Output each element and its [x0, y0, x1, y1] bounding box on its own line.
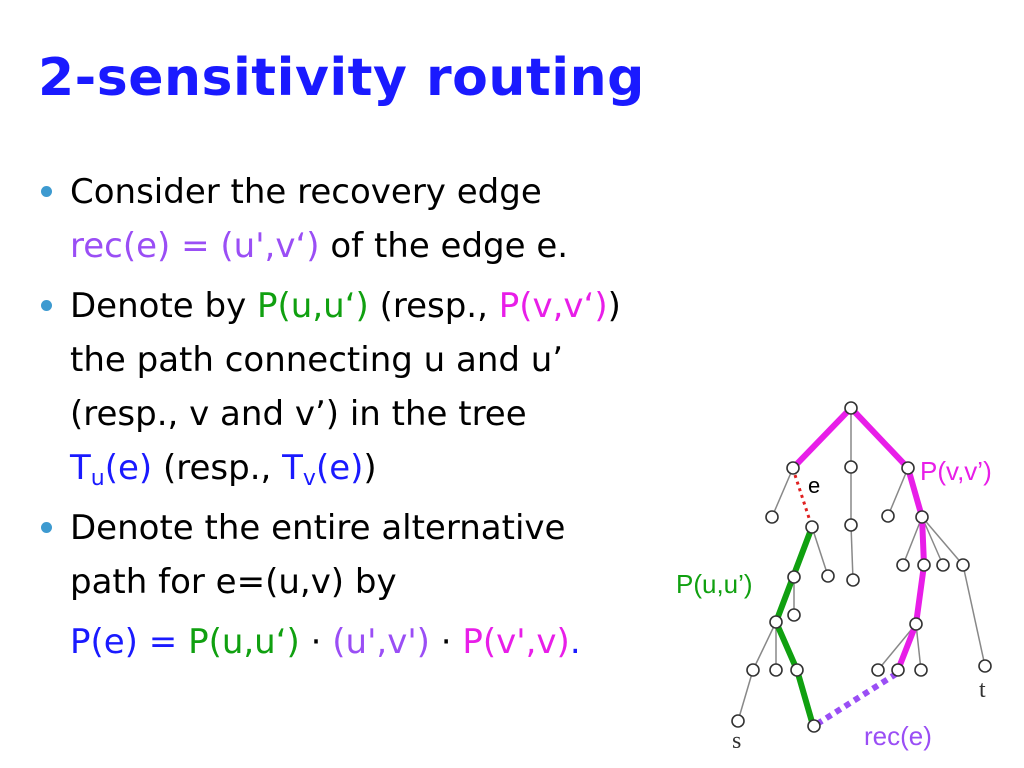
tree-node [909, 617, 923, 631]
bullet-2-line-2: the path connecting u and u’ [70, 340, 564, 380]
tree-node [846, 573, 860, 587]
label-t: t [979, 677, 986, 703]
bullet-1-line-1: Consider the recovery edge [70, 172, 542, 212]
bullet-dot [41, 300, 52, 311]
tree-tv-sub: v [302, 466, 316, 491]
formula-eq: = [137, 622, 189, 662]
tree-nodes [731, 401, 992, 733]
bullet-2-end: ) [363, 448, 377, 488]
tree-tu-letter: T [70, 448, 91, 488]
label-e: e [808, 473, 820, 498]
tree-node [914, 663, 928, 677]
formula-dot-1: · [299, 622, 333, 662]
bullet-1-line-2: rec(e) = (u',v‘) of the edge e. [70, 219, 738, 273]
tree-node [936, 558, 950, 572]
recovery-edge [815, 671, 898, 727]
tree-node [807, 719, 821, 733]
label-pvv: P(v,v’) [920, 456, 992, 486]
formula-uv: (u',v') [332, 622, 430, 662]
bullet-2-mid: (resp., [152, 448, 283, 488]
bullet-3-line-1: Denote the entire alternative [70, 508, 566, 548]
formula-puu: P(u,u‘) [188, 622, 300, 662]
tree-node [881, 509, 895, 523]
bullet-3-line-2: path for e=(u,v) by [70, 562, 397, 602]
formula-pvv: P(v',v) [462, 622, 570, 662]
tree-node [786, 461, 800, 475]
formula-pe: P(e) [70, 622, 138, 662]
tree-node [790, 663, 804, 677]
tree-node [871, 663, 885, 677]
tree-edges [737, 408, 986, 722]
bullet-2-close: ) [607, 286, 621, 326]
tree-node [844, 460, 858, 474]
bullet-2-text: Denote by [70, 286, 258, 326]
bullet-item-3: Denote the entire alternative path for e… [38, 501, 738, 609]
bullet-2-line-4: Tu(e) (resp., Tv(e)) [70, 441, 738, 495]
tree-node [765, 510, 779, 524]
bullet-list: Consider the recovery edge rec(e) = (u',… [38, 165, 738, 669]
tree-node [896, 558, 910, 572]
bullet-item-1: Consider the recovery edge rec(e) = (u',… [38, 165, 738, 273]
failed-edge-e [793, 474, 812, 522]
tree-node [746, 663, 760, 677]
tree-node [901, 461, 915, 475]
slide-title: 2-sensitivity routing [38, 48, 645, 108]
tree-node [844, 401, 858, 415]
path-pvv [790, 405, 927, 673]
tree-node [915, 510, 929, 524]
tree-node [844, 518, 858, 532]
bullet-2-line-1: Denote by P(u,u‘) (resp., P(v,v‘)) [70, 279, 738, 333]
tree-node [787, 608, 801, 622]
bullet-2-resp: (resp., [368, 286, 499, 326]
bullet-item-2: Denote by P(u,u‘) (resp., P(v,v‘)) the p… [38, 279, 738, 495]
rec-e-term: rec(e) = (u',v‘) [70, 226, 320, 266]
alternative-path-formula: P(e) = P(u,u‘) · (u',v') · P(v',v). [38, 615, 738, 669]
label-rec: rec(e) [864, 721, 932, 751]
tree-node [917, 558, 931, 572]
label-s: s [732, 728, 741, 754]
tree-node [787, 570, 801, 584]
bullet-dot [41, 186, 52, 197]
tree-tu-arg: (e) [104, 448, 153, 488]
tree-node [821, 569, 835, 583]
tree-tv-term: Tv(e) [282, 448, 364, 491]
tree-tu-term: Tu(e) [70, 448, 153, 491]
tree-node [769, 663, 783, 677]
tree-tv-arg: (e) [315, 448, 364, 488]
tree-tv-letter: T [282, 448, 303, 488]
bullet-1-rest: of the edge e. [319, 226, 569, 266]
formula-dot-2: · [429, 622, 463, 662]
tree-node [891, 663, 905, 677]
bullet-2-line-3: (resp., v and v’) in the tree [70, 394, 527, 434]
label-puu: P(u,u’) [676, 569, 753, 599]
bullet-dot [41, 522, 52, 533]
tree-node [978, 659, 992, 673]
tree-tu-sub: u [90, 466, 105, 491]
tree-node [805, 520, 819, 534]
path-pvv-term: P(v,v‘) [498, 286, 608, 326]
tree-node [769, 615, 783, 629]
tree-node [956, 558, 970, 572]
path-puu-term: P(u,u‘) [257, 286, 369, 326]
formula-period: . [569, 622, 581, 662]
tree-node [731, 714, 745, 728]
